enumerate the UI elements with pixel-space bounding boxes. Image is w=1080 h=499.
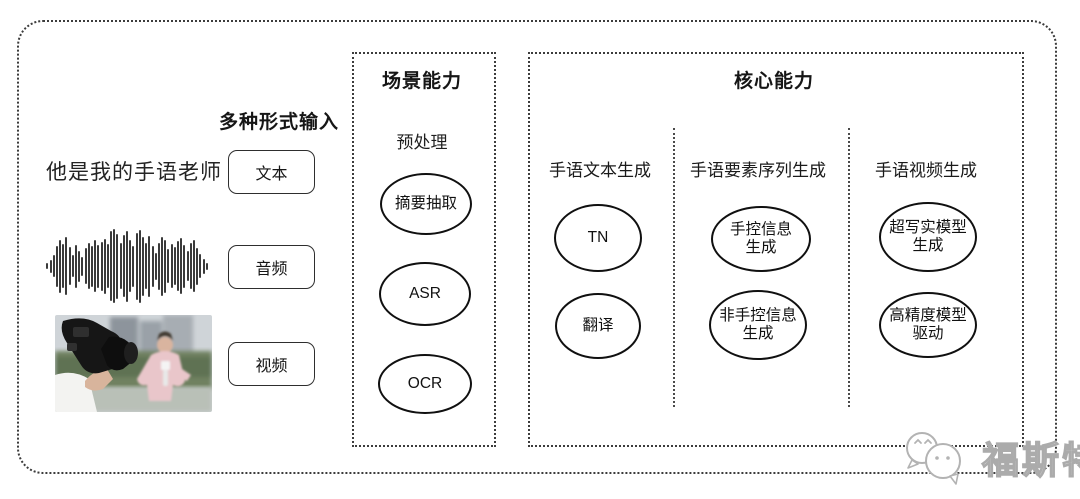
- node-highprecision-line1: 高精度模型: [889, 307, 967, 324]
- node-hyperreal-line1: 超写实模型: [889, 219, 967, 236]
- node-nonmanual-info-line2: 生成: [742, 325, 774, 342]
- node-manual-info-line1: 手控信息: [729, 221, 792, 238]
- input-type-audio-label: 音频: [255, 261, 288, 278]
- outer-dotted-frame: [17, 20, 1057, 474]
- input-section-label: 多种形式输入: [219, 112, 340, 133]
- core-capability-box: [528, 52, 1024, 447]
- node-manual-info-generation: 手控信息 生成: [711, 206, 811, 272]
- preprocess-label: 预处理: [396, 133, 448, 152]
- video-thumbnail-art: [55, 315, 212, 412]
- node-summary-extraction: 摘要抽取: [380, 173, 472, 235]
- node-asr: ASR: [379, 262, 471, 326]
- core-col2-header: 手语要素序列生成: [690, 161, 826, 180]
- core-column-divider-2: [848, 128, 850, 407]
- core-column-divider-1: [673, 128, 675, 407]
- input-type-text-label: 文本: [255, 166, 288, 183]
- scene-capability-title: 场景能力: [381, 71, 462, 92]
- node-manual-info-line2: 生成: [745, 239, 777, 256]
- node-highprecision-line2: 驱动: [912, 325, 944, 342]
- waveform-icon: [40, 228, 214, 304]
- node-ocr: OCR: [378, 354, 472, 414]
- node-ocr-label: OCR: [407, 375, 443, 392]
- node-asr-label: ASR: [409, 285, 441, 302]
- input-type-audio-box: 音频: [228, 245, 315, 289]
- input-type-video-label: 视频: [255, 358, 288, 375]
- core-col3-header: 手语视频生成: [875, 161, 977, 180]
- core-col1-header: 手语文本生成: [549, 161, 651, 180]
- node-translation: 翻译: [555, 293, 641, 359]
- node-summary-extraction-label: 摘要抽取: [394, 195, 457, 212]
- node-translation-label: 翻译: [582, 317, 614, 334]
- input-type-video-box: 视频: [228, 342, 315, 386]
- node-highprecision-model-drive: 高精度模型 驱动: [879, 292, 977, 358]
- watermark-text: 福斯特: [981, 439, 1080, 481]
- scene-capability-box: [352, 52, 496, 447]
- chat-faces-logo-icon: [906, 432, 961, 485]
- video-thumbnail: [55, 315, 212, 412]
- node-hyperreal-line2: 生成: [912, 237, 944, 254]
- core-capability-title: 核心能力: [733, 71, 814, 92]
- input-type-text-box: 文本: [228, 150, 315, 194]
- node-nonmanual-info-generation: 非手控信息 生成: [709, 290, 807, 360]
- node-nonmanual-info-line1: 非手控信息: [719, 307, 797, 324]
- node-tn: TN: [554, 204, 642, 272]
- watermark: 福斯特: [898, 428, 1080, 486]
- node-hyperreal-model-generation: 超写实模型 生成: [879, 202, 977, 272]
- sample-sentence-text: 他是我的手语老师: [46, 161, 222, 184]
- node-tn-label: TN: [587, 229, 609, 246]
